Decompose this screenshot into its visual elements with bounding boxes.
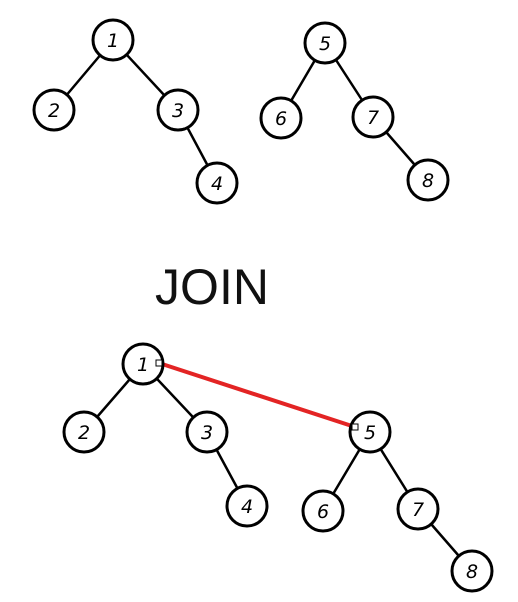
node-circle (301, 489, 345, 533)
node-label: 1 (137, 354, 149, 376)
node-circle (396, 487, 440, 531)
node-circle (91, 18, 135, 62)
tree-node-1: 1 (91, 18, 135, 62)
node-label: 6 (317, 501, 329, 523)
joined-node-4: 4 (225, 484, 269, 528)
node-circle (303, 21, 347, 65)
node-circle (259, 96, 303, 140)
join-edge-handle-start (155, 359, 163, 367)
node-circle (62, 410, 106, 454)
tree-node-8: 8 (406, 158, 450, 202)
top-tree-nodes: 1 2 3 4 5 6 7 8 (32, 18, 450, 205)
node-label: 4 (241, 496, 253, 518)
node-circle (32, 88, 76, 132)
node-label: 1 (107, 30, 119, 52)
tree-node-6: 6 (259, 96, 303, 140)
node-circle (121, 342, 165, 386)
joined-node-5: 5 (348, 410, 392, 454)
node-label: 7 (412, 499, 424, 521)
node-label: 8 (422, 170, 434, 192)
node-label: 6 (275, 108, 287, 130)
node-circle (450, 549, 494, 593)
node-circle (156, 88, 200, 132)
tree-node-7: 7 (351, 95, 395, 139)
node-circle (406, 158, 450, 202)
node-label: 5 (319, 33, 331, 55)
node-label: 8 (466, 561, 478, 583)
node-label: 2 (48, 100, 60, 122)
joined-node-1: 1 (121, 342, 165, 386)
joined-node-8: 8 (450, 549, 494, 593)
node-label: 2 (78, 422, 90, 444)
node-label: 5 (364, 422, 376, 444)
tree-node-5: 5 (303, 21, 347, 65)
node-label: 3 (172, 100, 184, 122)
tree-node-3: 3 (156, 88, 200, 132)
node-circle (351, 95, 395, 139)
node-label: 4 (211, 173, 223, 195)
node-label: 7 (367, 107, 379, 129)
joined-node-3: 3 (185, 410, 229, 454)
join-edge (157, 361, 357, 429)
tree-node-2: 2 (32, 88, 76, 132)
join-edge-handle-end (351, 423, 359, 431)
node-circle (195, 161, 239, 205)
node-circle (348, 410, 392, 454)
node-label: 3 (201, 422, 213, 444)
node-circle (225, 484, 269, 528)
join-label: JOIN (155, 259, 269, 315)
joined-node-2: 2 (62, 410, 106, 454)
joined-node-6: 6 (301, 489, 345, 533)
joined-node-7: 7 (396, 487, 440, 531)
node-circle (185, 410, 229, 454)
bottom-tree-nodes: 1 2 3 4 5 6 7 8 (62, 342, 494, 593)
tree-node-4: 4 (195, 161, 239, 205)
bottom-tree-edges (82, 361, 474, 573)
